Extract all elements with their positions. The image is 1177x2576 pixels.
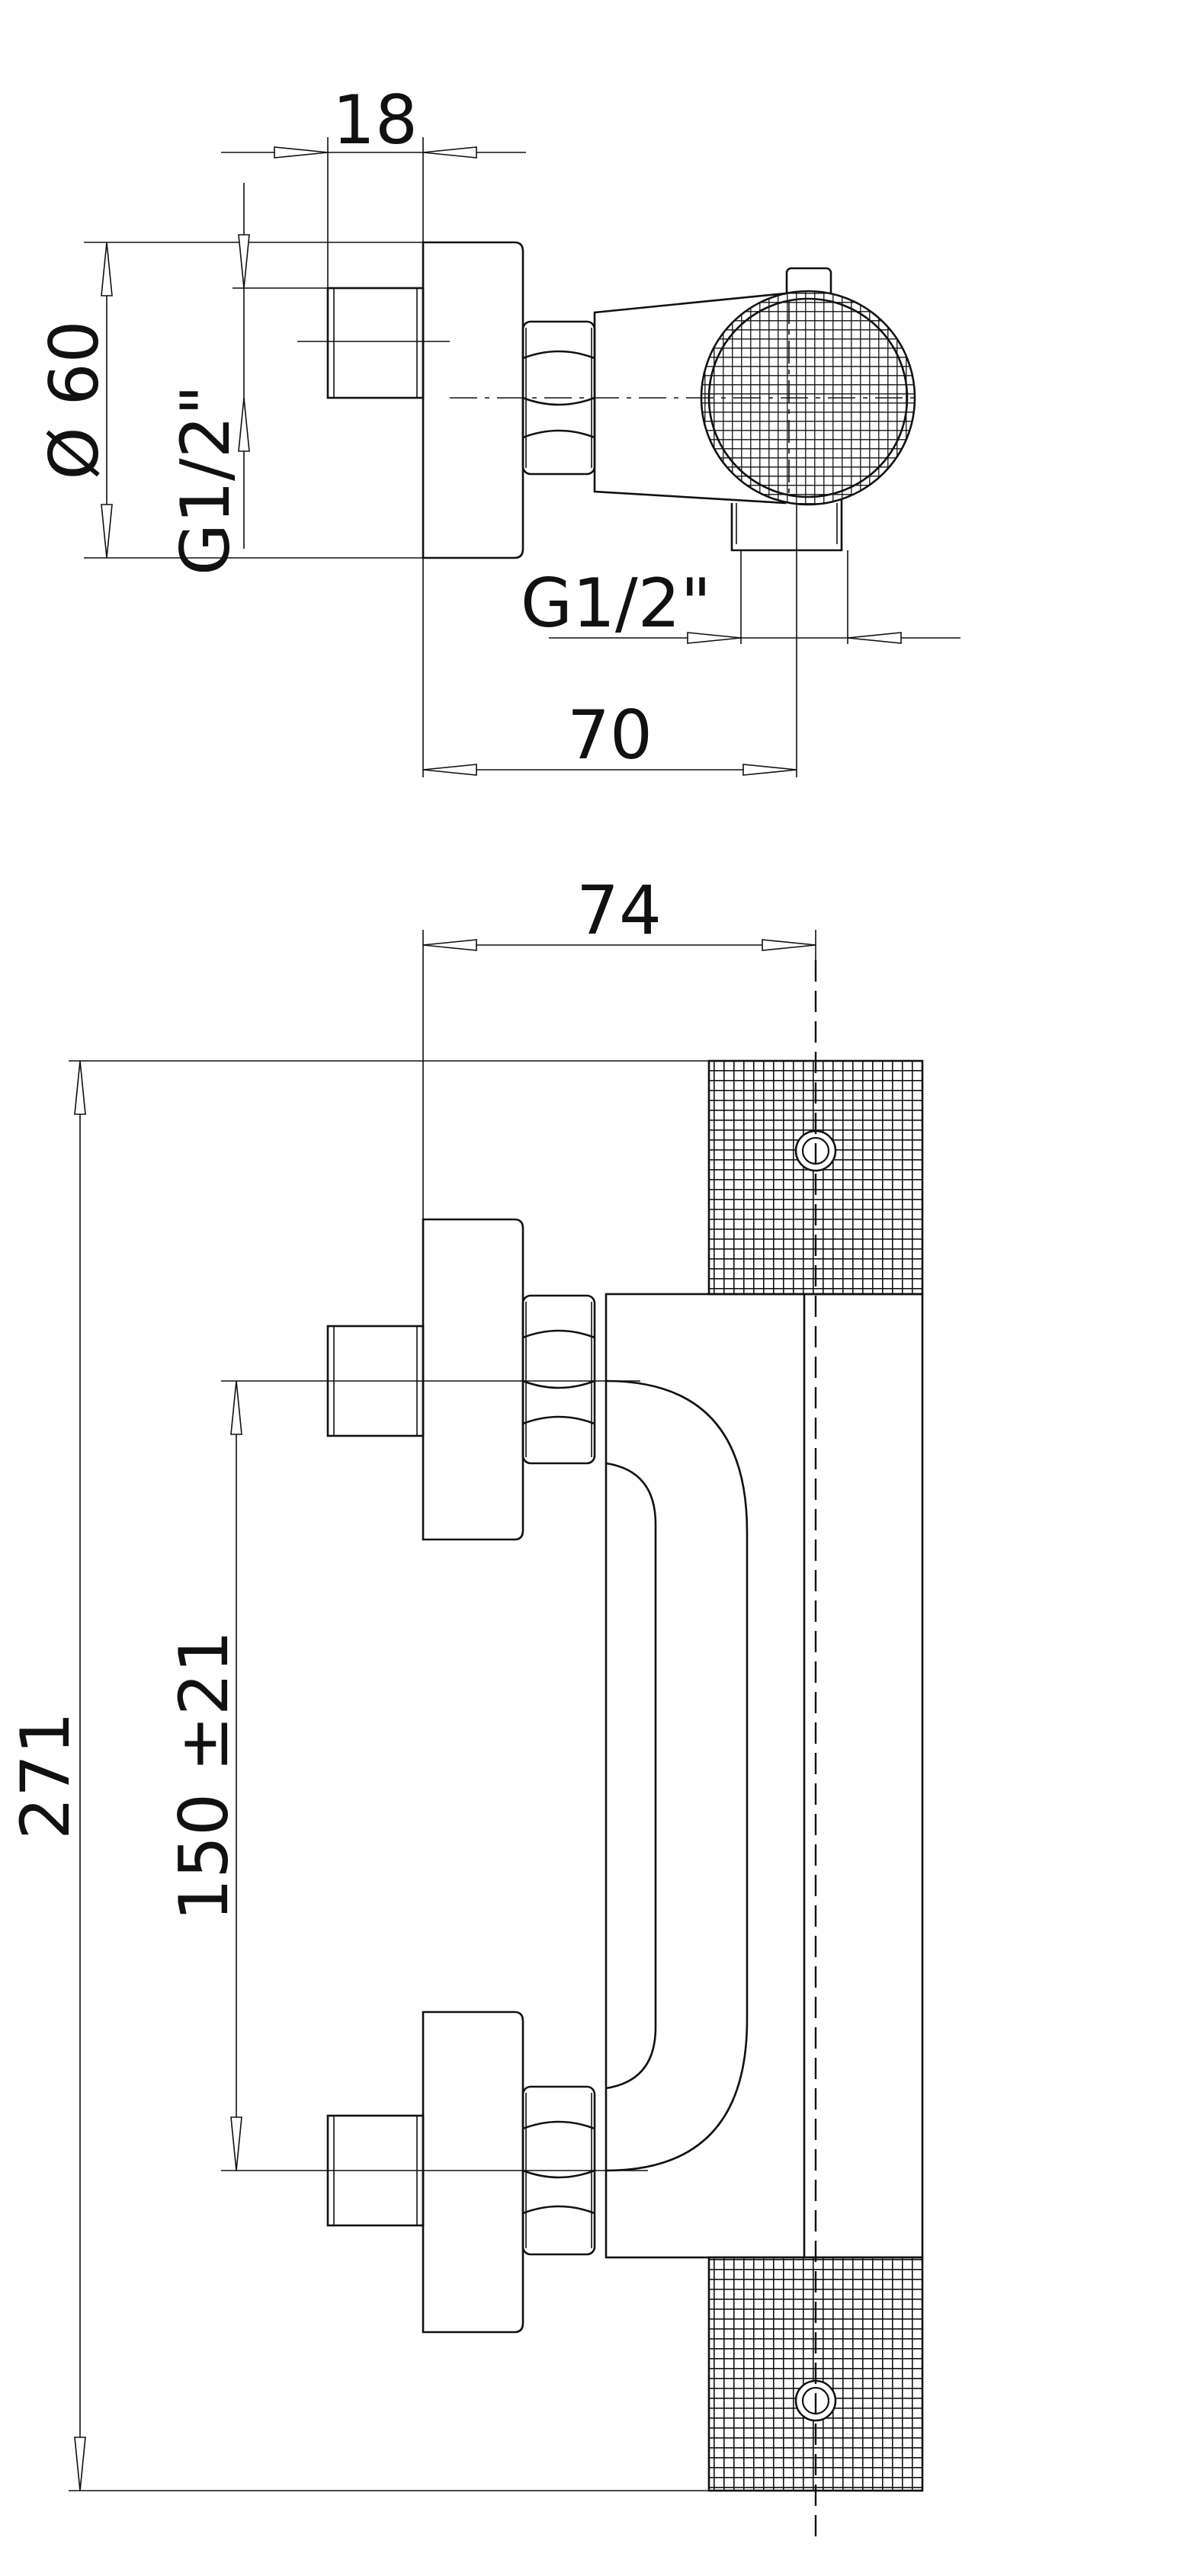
- dimension-overall-projection: 74: [576, 871, 662, 950]
- upper-hex-nut: [521, 1294, 596, 1465]
- side-view: 18 Ø 60 G1/2" G1/2" 70: [35, 81, 961, 777]
- dimension-inlet-thread-bottom: G1/2": [521, 564, 711, 642]
- connecting-pipe: [605, 1379, 749, 2172]
- front-view: 74 150 ±21 271: [6, 871, 924, 2538]
- inlet-stub: [326, 287, 425, 399]
- upper-wall-flange: [422, 1218, 524, 1541]
- lower-wall-flange: [422, 2010, 524, 2334]
- dimension-body-diameter: Ø 60: [35, 320, 114, 479]
- bottom-outlet: [730, 495, 843, 552]
- dimension-wall-projection: 70: [567, 696, 653, 774]
- thermostat-body: [605, 1293, 924, 2259]
- dimension-outlet-length: 18: [332, 81, 418, 159]
- dimension-inlet-thread-left: G1/2": [166, 385, 245, 575]
- wall-flange: [422, 241, 524, 559]
- dimension-inlet-spacing: 150 ±21: [165, 1630, 243, 1921]
- dimension-total-length: 271: [6, 1712, 85, 1840]
